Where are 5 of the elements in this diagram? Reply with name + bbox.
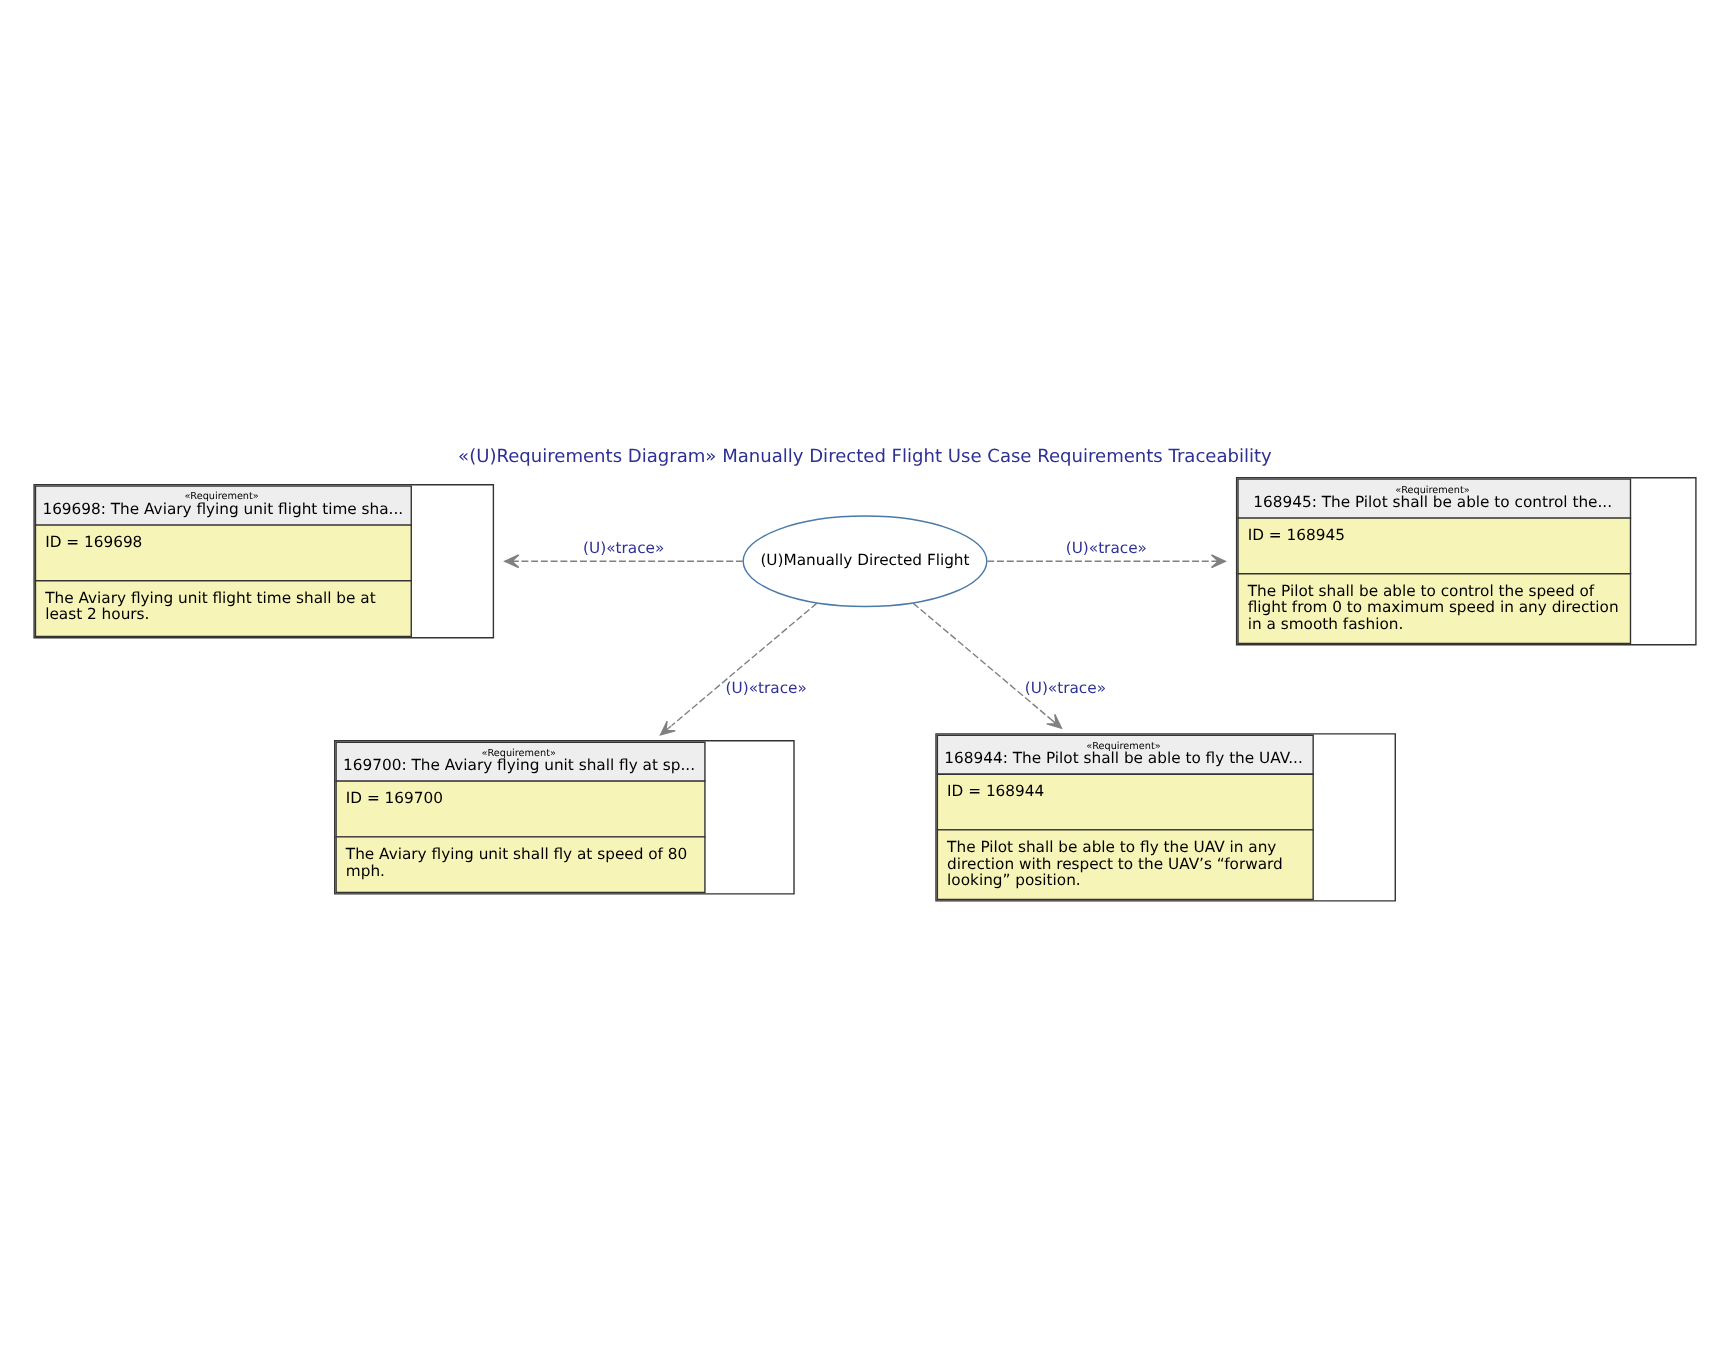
arrow bbox=[504, 553, 744, 568]
arrow bbox=[659, 601, 818, 735]
arrow bbox=[986, 553, 1227, 568]
diagram-title: «(U)Requirements Diagram» Manually Directed Flight Use Case Requirements Traceability bbox=[458, 446, 1272, 467]
arrow bbox=[912, 601, 1063, 728]
